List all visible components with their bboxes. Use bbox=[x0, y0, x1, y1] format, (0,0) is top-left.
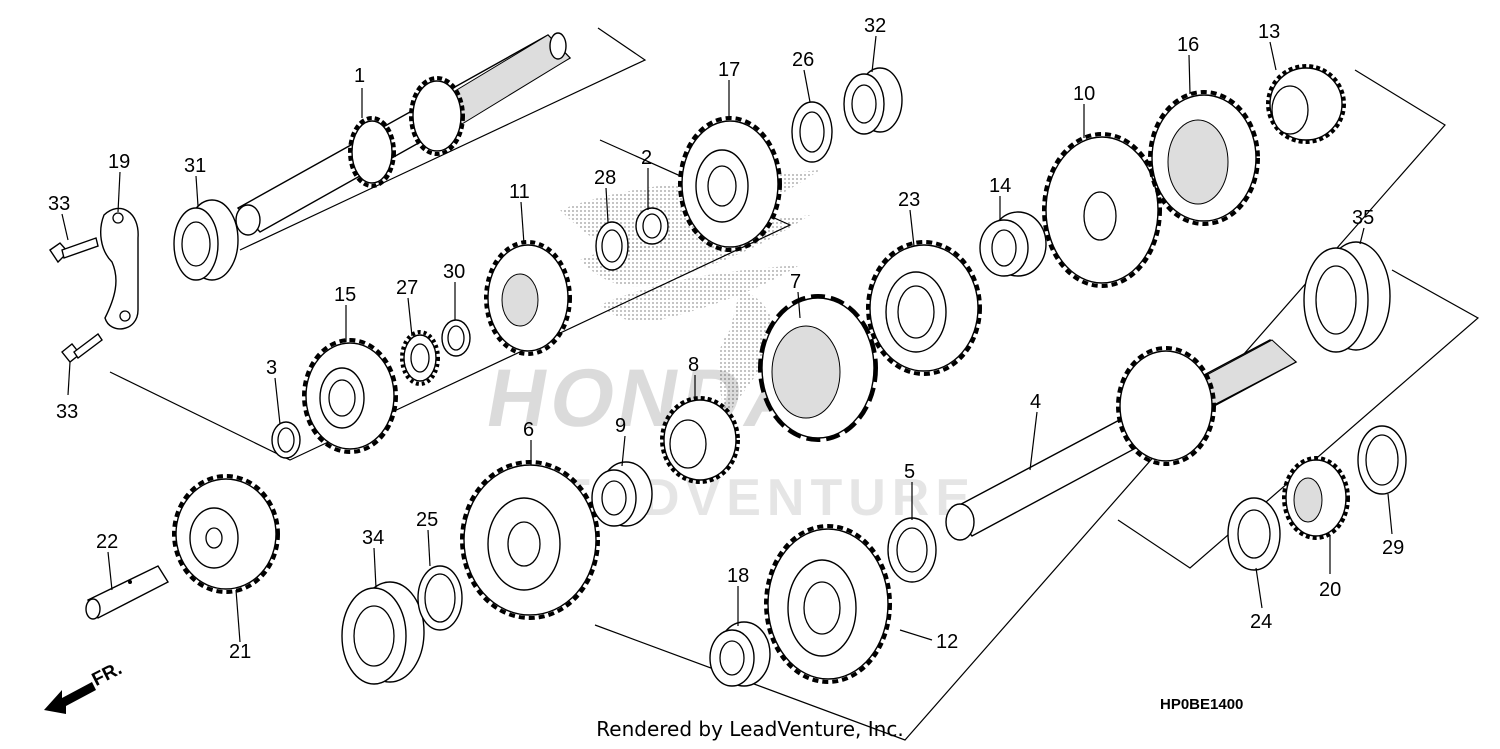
callout-2: 2 bbox=[641, 147, 652, 169]
callout-21: 21 bbox=[229, 641, 251, 663]
spline-bushing-8 bbox=[660, 396, 740, 484]
washer-24 bbox=[1227, 497, 1281, 571]
washer-26 bbox=[791, 101, 833, 163]
callout-30: 30 bbox=[443, 261, 465, 283]
washer-28 bbox=[595, 221, 629, 271]
collar-3 bbox=[271, 421, 301, 459]
bearing-35 bbox=[1303, 241, 1391, 353]
gear-10 bbox=[1042, 132, 1162, 288]
spline-bushing-13 bbox=[1266, 64, 1346, 144]
gear-23 bbox=[866, 240, 982, 376]
bearing-31 bbox=[173, 199, 239, 281]
callout-24: 24 bbox=[1250, 611, 1272, 633]
gear-6 bbox=[460, 460, 600, 620]
callout-35: 35 bbox=[1352, 207, 1374, 229]
collar-14 bbox=[979, 211, 1047, 277]
render-credit: Rendered by LeadVenture, Inc. bbox=[596, 717, 904, 741]
bushing-9 bbox=[591, 461, 653, 527]
leader-lines bbox=[61, 35, 1393, 643]
callout-33-lower: 33 bbox=[56, 401, 78, 423]
bolt-upper bbox=[49, 237, 99, 264]
front-direction-arrow-icon bbox=[44, 682, 96, 714]
gear-20 bbox=[1282, 456, 1350, 540]
callout-33-upper: 33 bbox=[48, 193, 70, 215]
gear-16 bbox=[1148, 90, 1260, 226]
gear-21 bbox=[172, 474, 280, 594]
setting-plate bbox=[100, 207, 139, 330]
callout-22: 22 bbox=[96, 531, 118, 553]
washer-30 bbox=[441, 319, 471, 357]
callout-29: 29 bbox=[1382, 537, 1404, 559]
callout-27: 27 bbox=[396, 277, 418, 299]
callout-16: 16 bbox=[1177, 34, 1199, 56]
bearing-34 bbox=[341, 581, 425, 685]
callout-4: 4 bbox=[1030, 391, 1041, 413]
callout-19: 19 bbox=[108, 151, 130, 173]
callout-12: 12 bbox=[936, 631, 958, 653]
callout-25: 25 bbox=[416, 509, 438, 531]
idle-shaft-22 bbox=[85, 565, 169, 620]
bolt-lower bbox=[61, 332, 103, 363]
shifter-7 bbox=[758, 294, 878, 442]
diagram-reference-code: HP0BE1400 bbox=[1160, 696, 1244, 713]
callout-10: 10 bbox=[1073, 83, 1095, 105]
washer-25 bbox=[417, 565, 463, 631]
callout-5: 5 bbox=[904, 461, 915, 483]
callout-13: 13 bbox=[1258, 21, 1280, 43]
collar-2 bbox=[635, 207, 669, 245]
callout-14: 14 bbox=[989, 175, 1011, 197]
callout-31: 31 bbox=[184, 155, 206, 177]
output-shaft-group-frame bbox=[1117, 269, 1480, 569]
callout-18: 18 bbox=[727, 565, 749, 587]
bushing-18 bbox=[709, 621, 771, 687]
bearing-32 bbox=[843, 67, 903, 135]
callout-labels: 1 2 3 4 5 6 7 8 9 10 11 12 13 14 15 16 1… bbox=[48, 15, 1404, 663]
callout-11: 11 bbox=[509, 181, 530, 203]
mainshaft bbox=[235, 32, 572, 236]
callout-34: 34 bbox=[362, 527, 384, 549]
callout-15: 15 bbox=[334, 284, 356, 306]
callout-8: 8 bbox=[688, 354, 699, 376]
collar-5 bbox=[887, 517, 937, 583]
callout-3: 3 bbox=[266, 357, 277, 379]
gear-12 bbox=[764, 524, 892, 684]
countershaft bbox=[945, 339, 1298, 541]
callout-6: 6 bbox=[523, 419, 534, 441]
gear-15 bbox=[302, 338, 398, 454]
callout-9: 9 bbox=[615, 415, 626, 437]
gear-17 bbox=[678, 116, 782, 252]
callout-1: 1 bbox=[354, 65, 365, 87]
callout-23: 23 bbox=[898, 189, 920, 211]
callout-17: 17 bbox=[718, 59, 740, 81]
splined-washer-27 bbox=[400, 330, 440, 386]
callout-20: 20 bbox=[1319, 579, 1341, 601]
callout-32: 32 bbox=[864, 15, 886, 37]
callout-26: 26 bbox=[792, 49, 814, 71]
gear-11 bbox=[484, 240, 572, 356]
callout-7: 7 bbox=[790, 271, 801, 293]
callout-28: 28 bbox=[594, 167, 616, 189]
washer-29 bbox=[1357, 425, 1407, 495]
